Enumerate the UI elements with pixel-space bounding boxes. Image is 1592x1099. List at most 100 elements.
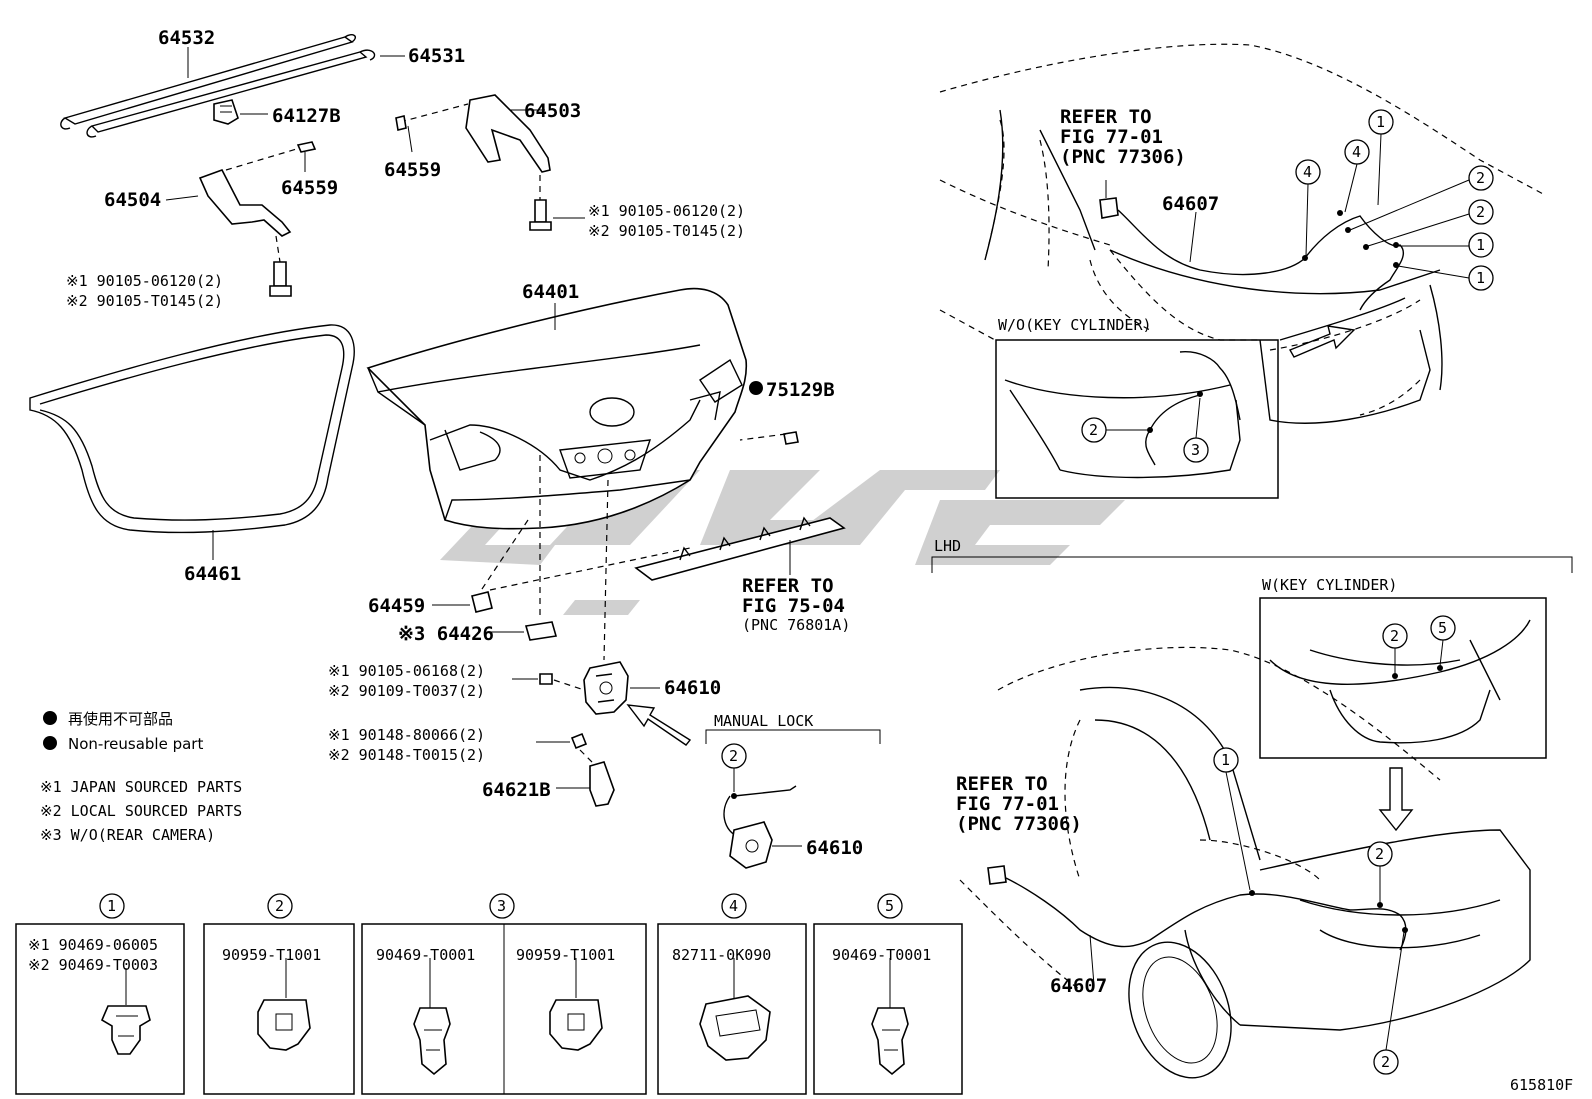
bracket-64127b	[213, 99, 268, 125]
garnish-76801a	[634, 516, 846, 581]
clip-box-2-part-1: 90959-T1001	[222, 946, 321, 964]
bolt-left-spec-1: ※1 90105-06120(2)	[66, 272, 223, 290]
striker-64621b	[536, 732, 615, 807]
w-marker-5: 5	[1438, 619, 1447, 637]
refer-77-01-upper-l3: (PNC 77306)	[1060, 146, 1186, 168]
harness-64607-lower	[987, 865, 1408, 986]
refer-77-01-upper-l1: REFER TO	[1060, 106, 1152, 128]
lower-marker-2-b: 2	[1381, 1053, 1390, 1071]
refer-77-01-upper-l2: FIG 77-01	[1060, 126, 1163, 148]
bolt-left-spec-2: ※2 90105-T0145(2)	[66, 292, 223, 310]
clip-box-3-part-2: 90959-T1001	[516, 946, 615, 964]
clip-box-3-marker: 3	[497, 897, 506, 915]
lhd-bracket	[931, 556, 1573, 573]
clip-box-4	[657, 893, 807, 1095]
wo-key-cylinder-title: W/O(KEY CYLINDER)	[998, 316, 1152, 334]
arrow-to-detail-upper	[1288, 325, 1356, 358]
clip-box-1-part-2: ※2 90469-T0003	[28, 956, 158, 974]
part-label-64607-lower: 64607	[1050, 975, 1107, 997]
manual-lock-group	[705, 729, 881, 869]
screw-spec-1: ※1 90148-80066(2)	[328, 726, 485, 744]
part-label-64559-left: 64559	[281, 177, 338, 199]
clip-box-4-part-1: 82711-0K090	[672, 946, 771, 964]
refer-77-01-lower-l2: FIG 77-01	[956, 793, 1059, 815]
part-label-64401: 64401	[522, 281, 579, 303]
arrow-down-lower	[1378, 767, 1414, 832]
screw-spec-2: ※2 90148-T0015(2)	[328, 746, 485, 764]
hinge-64504	[165, 141, 317, 297]
part-label-64559-right: 64559	[384, 159, 441, 181]
figure-id: 615810F	[1510, 1076, 1573, 1094]
upper-marker-2-b: 2	[1476, 203, 1485, 221]
manual-lock-marker: 2	[729, 747, 738, 765]
arrow-to-lock	[626, 704, 692, 746]
w-key-cylinder-box	[1259, 597, 1547, 759]
lock-64610	[512, 661, 660, 715]
refer-77-01-lower-l3: (PNC 77306)	[956, 813, 1082, 835]
refer-77-01-lower-l1: REFER TO	[956, 773, 1048, 795]
bolt-right-spec-1: ※1 90105-06120(2)	[588, 202, 745, 220]
legend-nonreusable-en: Non-reusable part	[68, 735, 203, 753]
trunk-lid-64401	[366, 287, 748, 530]
legend-note-1: ※1 JAPAN SOURCED PARTS	[40, 778, 242, 796]
harness-64607-upper	[1099, 180, 1405, 311]
lower-marker-2-a: 2	[1375, 845, 1384, 863]
wo-marker-2: 2	[1089, 421, 1098, 439]
part-label-64621b: 64621B	[482, 779, 551, 801]
part-label-64459: 64459	[368, 595, 425, 617]
bolt-lock-spec-2: ※2 90109-T0037(2)	[328, 682, 485, 700]
upper-marker-1-a: 1	[1476, 236, 1485, 254]
torsion-bar-64532	[60, 34, 356, 130]
nonreusable-dot-2	[43, 736, 57, 750]
part-label-64610-manual: 64610	[806, 837, 863, 859]
upper-marker-4-mid: 4	[1352, 143, 1361, 161]
bolt-lock-spec-1: ※1 90105-06168(2)	[328, 662, 485, 680]
upper-marker-4-left: 4	[1303, 163, 1312, 181]
upper-marker-2-a: 2	[1476, 169, 1485, 187]
clip-box-5-part-1: 90469-T0001	[832, 946, 931, 964]
upper-marker-1-top: 1	[1376, 113, 1385, 131]
wo-marker-3: 3	[1191, 441, 1200, 459]
lower-marker-1: 1	[1221, 751, 1230, 769]
lhd-label: LHD	[934, 537, 961, 555]
w-key-cylinder-title: W(KEY CYLINDER)	[1262, 576, 1397, 594]
legend-nonreusable-jp: 再使用不可部品	[68, 710, 173, 728]
switch-64426	[490, 621, 558, 641]
w-marker-2: 2	[1390, 627, 1399, 645]
clip-box-3	[361, 893, 647, 1095]
refer-fig-75-04-l1: REFER TO	[742, 575, 834, 597]
refer-fig-75-04-l3: (PNC 76801A)	[742, 616, 850, 634]
clip-box-1-part-1: ※1 90469-06005	[28, 936, 158, 954]
bumper-64459	[432, 591, 493, 613]
clip-box-5	[813, 893, 963, 1095]
refer-fig-75-04-l2: FIG 75-04	[742, 595, 845, 617]
upper-markers	[1295, 109, 1494, 291]
bolt-right-spec-2: ※2 90105-T0145(2)	[588, 222, 745, 240]
part-label-64461: 64461	[184, 563, 241, 585]
weatherstrip-64461	[29, 324, 355, 560]
clip-box-2	[203, 893, 355, 1095]
legend	[43, 711, 57, 750]
upper-marker-1-b: 1	[1476, 269, 1485, 287]
clip-box-3-part-1: 90469-T0001	[376, 946, 475, 964]
clip-75129b	[739, 381, 799, 445]
nonreusable-dot-1	[43, 711, 57, 725]
legend-note-2: ※2 LOCAL SOURCED PARTS	[40, 802, 242, 820]
part-label-64532: 64532	[158, 27, 215, 49]
part-label-64503: 64503	[524, 100, 581, 122]
torsion-bar-64531	[86, 49, 405, 138]
manual-lock-title: MANUAL LOCK	[714, 712, 813, 730]
part-label-64531: 64531	[408, 45, 465, 67]
part-label-64504: 64504	[104, 189, 161, 211]
lower-markers	[1213, 747, 1405, 1075]
legend-note-3: ※3 W/O(REAR CAMERA)	[40, 826, 215, 844]
car-rear-lower	[959, 646, 1531, 1079]
clip-box-4-marker: 4	[729, 897, 738, 915]
part-label-64607-upper: 64607	[1162, 193, 1219, 215]
clip-box-1-marker: 1	[107, 897, 116, 915]
part-label-64127b: 64127B	[272, 105, 341, 127]
part-label-64610-main: 64610	[664, 677, 721, 699]
clip-box-5-marker: 5	[885, 897, 894, 915]
clip-box-1	[15, 893, 185, 1095]
